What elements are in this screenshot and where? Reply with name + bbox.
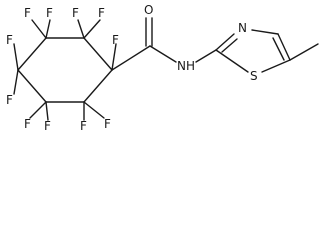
bond-cf-1b	[83, 19, 101, 39]
atom-f-c2b: F	[104, 117, 111, 131]
atom-f-c2a: F	[80, 119, 87, 133]
atom-n-amide: N	[177, 59, 186, 73]
bond-c-carbonyl	[111, 45, 151, 71]
bond-ring-c4-c5	[17, 69, 47, 103]
atom-n-thiazole: N	[238, 21, 247, 35]
bond-thz-s-c2	[215, 49, 249, 73]
atom-f-c1a: F	[72, 6, 79, 20]
atom-h-amide: H	[186, 59, 195, 73]
bond-ring-c1-c2	[83, 37, 113, 71]
bond-thz-c2-n3-b	[221, 38, 238, 53]
atom-f-quaternary: F	[112, 33, 119, 47]
atom-f-c3b: F	[44, 119, 51, 133]
atom-f-c3a: F	[24, 117, 31, 131]
molecule-structure: F F F F F F F F F F F O N H N S	[6, 3, 319, 133]
structure-drawing: F F F F F F F F F F F O N H N S	[6, 3, 319, 133]
bond-cf-quat	[111, 43, 117, 71]
bond-thz-c5-s	[261, 59, 291, 73]
bond-cf-4a	[13, 43, 19, 71]
bond-ring-c2-c3	[83, 69, 113, 103]
bond-methyl	[289, 43, 319, 61]
atom-f-c5b: F	[46, 6, 53, 20]
bond-cf-5b	[45, 19, 51, 39]
atom-f-c5a: F	[24, 6, 31, 20]
bond-c-n-amide	[149, 45, 177, 63]
bond-ring-c5-c6	[17, 37, 47, 71]
bond-cf-1a	[77, 19, 85, 39]
atom-s-thiazole: S	[250, 69, 258, 83]
bond-cf-3b	[45, 101, 49, 121]
bond-thz-n3-c4	[251, 29, 279, 35]
bond-cf-4b	[13, 69, 19, 95]
bond-cf-3a	[29, 101, 47, 119]
bond-cf-2b	[83, 101, 105, 119]
atom-f-c1b: F	[98, 6, 105, 20]
atom-f-c4a: F	[6, 33, 13, 47]
bond-thz-c4-c5-b	[272, 37, 285, 61]
bond-thz-c2-n3-a	[215, 33, 235, 51]
atom-f-c4b: F	[6, 93, 13, 107]
bond-n-thiazole	[195, 49, 217, 63]
bond-thz-c4-c5-a	[277, 33, 291, 61]
bond-cf-5a	[31, 19, 47, 39]
atom-o-carbonyl: O	[144, 3, 153, 17]
